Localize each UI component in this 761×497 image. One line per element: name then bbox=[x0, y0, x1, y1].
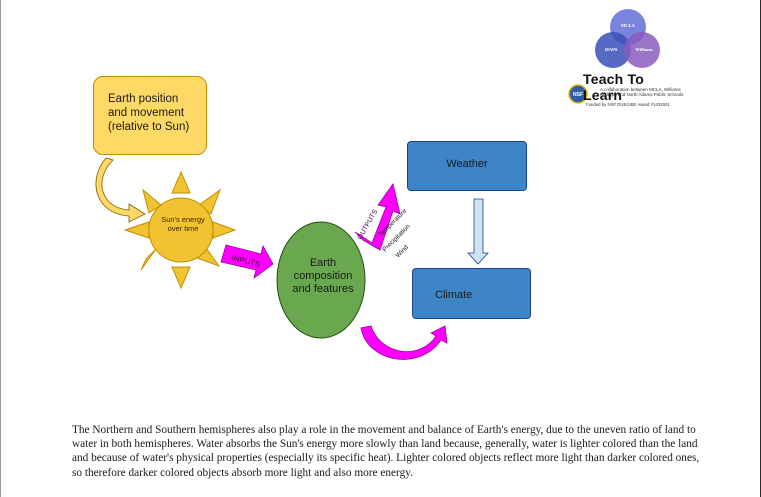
sun-ray bbox=[212, 221, 237, 239]
venn-label-mcla: MCLA bbox=[621, 23, 635, 28]
weather-box: Weather bbox=[407, 141, 527, 191]
sun-ray bbox=[142, 188, 162, 214]
output-wind: Wind bbox=[394, 244, 410, 260]
curved-arrow-to-sun bbox=[95, 157, 146, 223]
climate-box: Climate bbox=[412, 268, 531, 319]
venn-circle-williams bbox=[624, 32, 660, 68]
sun-ray bbox=[123, 221, 150, 239]
earth-label: Earth composition and features bbox=[292, 257, 354, 295]
logo-venn bbox=[595, 9, 660, 68]
venn-circle-maps bbox=[595, 32, 631, 68]
nsf-badge-icon bbox=[568, 84, 588, 104]
venn-label-williams: Williams bbox=[635, 47, 653, 52]
logo-subtitle: A collaboration between MCLA, Williams C… bbox=[600, 87, 684, 97]
sun-ray bbox=[171, 266, 191, 290]
inputs-arrow bbox=[220, 244, 274, 279]
climate-to-earth-arrow bbox=[360, 325, 448, 360]
sun-label: Sun's energy over time bbox=[161, 215, 205, 233]
earth-icon bbox=[276, 221, 366, 339]
outputs-arrow bbox=[354, 183, 401, 251]
logo-funding: Funded by NSF DUE/UBE Award #1432501 bbox=[586, 102, 670, 107]
nsf-badge-text: NSF bbox=[573, 92, 583, 98]
body-paragraph: The Northern and Southern hemispheres al… bbox=[72, 424, 700, 479]
earth-position-box: Earth position and movement (relative to… bbox=[93, 76, 207, 155]
sun-ray bbox=[140, 248, 157, 271]
logo-title: Teach To Learn bbox=[583, 71, 644, 103]
sun-icon bbox=[148, 197, 214, 263]
weather-to-climate-arrow bbox=[467, 198, 489, 265]
sun-ray bbox=[171, 170, 191, 194]
venn-label-maps: MAPS bbox=[604, 47, 618, 52]
